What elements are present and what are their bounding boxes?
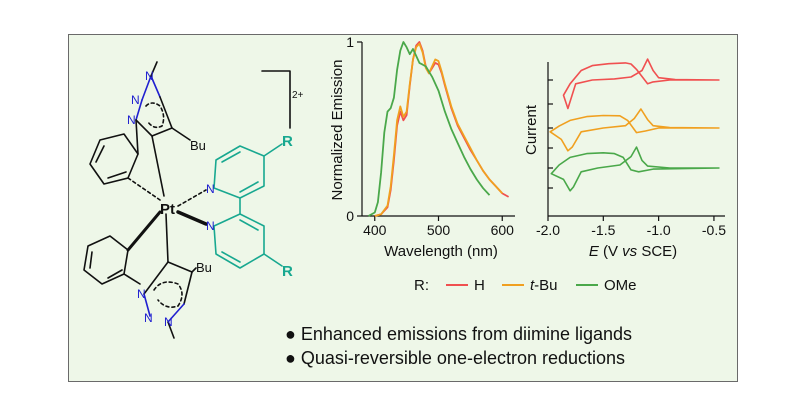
- cv-xtick-label-3: -0.5: [702, 222, 726, 238]
- summary-bullets: ● Enhanced emissions from diimine ligand…: [285, 322, 632, 370]
- legend-label-tbu: t-Bu: [530, 277, 558, 294]
- n-label-7: N: [144, 311, 153, 325]
- cv-series-1: [549, 108, 720, 152]
- emission-xlabel: Wavelength (nm): [384, 243, 498, 260]
- cv-xtick-label-0: -2.0: [536, 222, 560, 238]
- legend-label-h: H: [474, 277, 485, 294]
- upper-phenyl: [89, 119, 165, 201]
- cv-xtick-label-1: -1.5: [591, 222, 615, 238]
- emission-series-2: [367, 41, 491, 217]
- bullet-1-text: Enhanced emissions from diimine ligands: [300, 324, 633, 344]
- n-label-6: N: [137, 287, 146, 301]
- pt-label: Pt: [160, 201, 175, 218]
- emission-xtick-label-0: 400: [363, 222, 387, 238]
- emission-xtick-label-1: 500: [427, 222, 451, 238]
- lower-triazole: [143, 213, 197, 339]
- legend-prefix: R:: [414, 277, 429, 294]
- cv-xlabel: E (V vs SCE): [589, 243, 677, 260]
- lower-phenyl: [83, 210, 162, 285]
- emission-ylabel: Normalized Emission: [329, 60, 346, 201]
- r-label-upper: R: [282, 133, 293, 150]
- emission-ytick-label-0: 0: [346, 208, 354, 224]
- n-label-8: N: [164, 315, 173, 329]
- r-label-lower: R: [282, 263, 293, 280]
- bu-label-upper: Bu: [190, 138, 206, 153]
- emission-ytick-label-1: 1: [346, 34, 354, 50]
- n-label-2: N: [145, 69, 154, 83]
- n-label-4: N: [206, 182, 215, 196]
- n-label-3: N: [127, 113, 136, 127]
- upper-triazole: [135, 61, 191, 141]
- bu-label-lower: Bu: [196, 260, 212, 275]
- bullet-2: ● Quasi-reversible one-electron reductio…: [285, 348, 626, 368]
- bullet-2-text: Quasi-reversible one-electron reductions: [300, 348, 626, 368]
- n-label-1: N: [131, 93, 140, 107]
- emission-xtick-label-2: 600: [491, 222, 515, 238]
- cv-ylabel: Current: [523, 104, 540, 155]
- emission-series-1: [374, 42, 503, 217]
- cv-series-0: [562, 58, 720, 110]
- bullet-1: ● Enhanced emissions from diimine ligand…: [285, 324, 633, 344]
- charge-bracket: [261, 70, 291, 129]
- n-label-5: N: [206, 219, 215, 233]
- charge-label: 2+: [292, 90, 304, 101]
- cv-series-2: [550, 146, 720, 192]
- cv-xtick-label-2: -1.0: [647, 222, 671, 238]
- legend-label-ome: OMe: [604, 277, 637, 294]
- bipyridine: [213, 143, 283, 269]
- figure-panel: [68, 34, 738, 382]
